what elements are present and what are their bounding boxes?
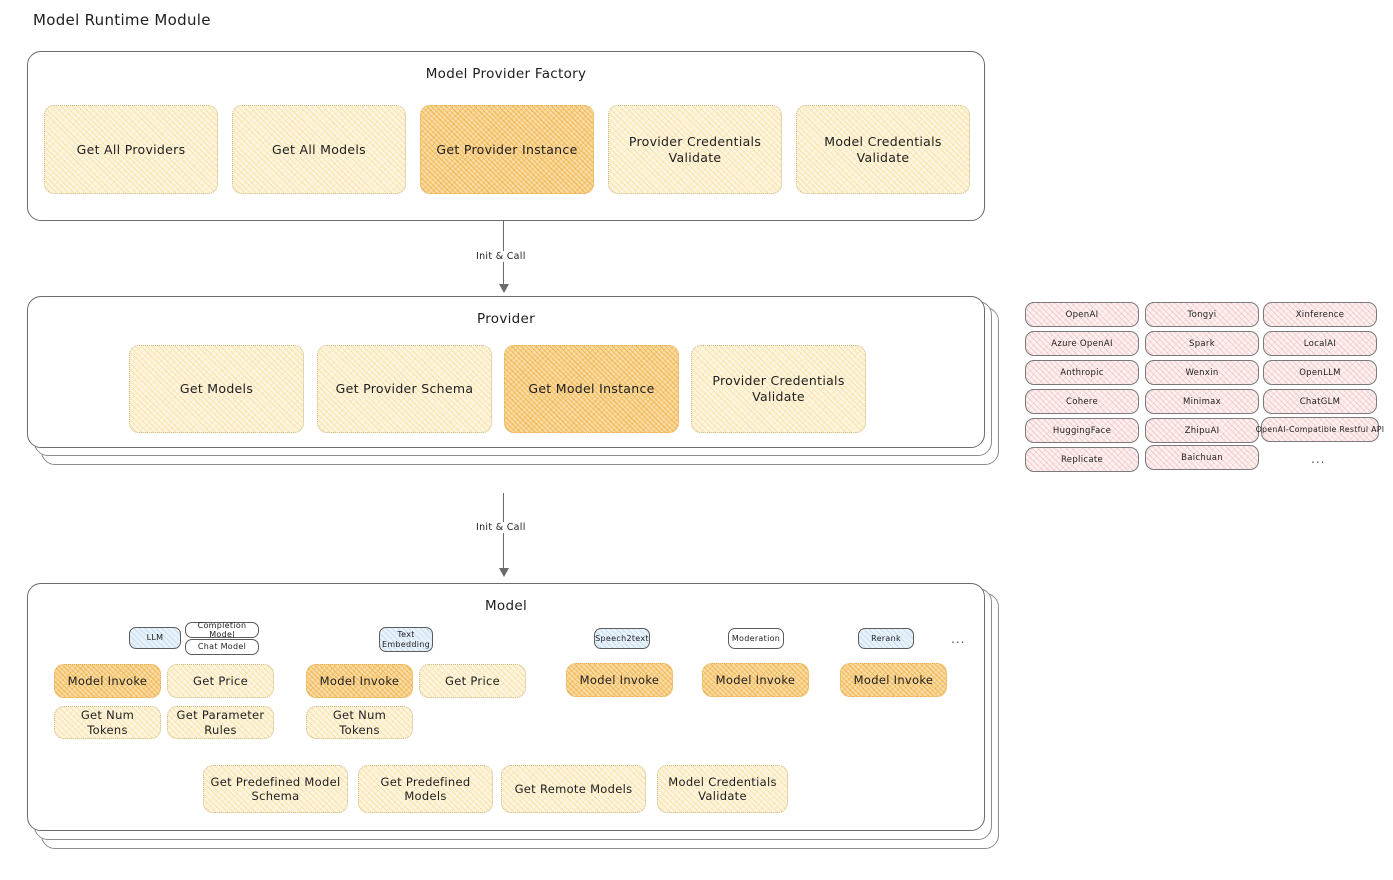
- provider-pill-xinference[interactable]: Xinference: [1263, 302, 1377, 327]
- provider-pill-zhipuai[interactable]: ZhipuAI: [1145, 418, 1259, 443]
- provider-box-get-model-instance[interactable]: Get Model Instance: [504, 345, 679, 433]
- factory-box-provider-credentials-validate[interactable]: Provider Credentials Validate: [608, 105, 782, 194]
- provider-list-more-ellipsis: ...: [1311, 452, 1326, 466]
- provider-pill-minimax[interactable]: Minimax: [1145, 389, 1259, 414]
- factory-box-get-provider-instance[interactable]: Get Provider Instance: [420, 105, 594, 194]
- provider-pill-huggingface[interactable]: HuggingFace: [1025, 418, 1139, 443]
- provider-pill-azure-openai[interactable]: Azure OpenAI: [1025, 331, 1139, 356]
- factory-box-get-all-providers[interactable]: Get All Providers: [44, 105, 218, 194]
- model-groups-more-ellipsis: ...: [951, 632, 966, 646]
- model-rerank-box-model-invoke[interactable]: Model Invoke: [840, 663, 947, 697]
- model-speech2text-box-model-invoke[interactable]: Model Invoke: [566, 663, 673, 697]
- arrow-label-init-and-call-1: Init & Call: [472, 251, 530, 262]
- provider-pill-chatglm[interactable]: ChatGLM: [1263, 389, 1377, 414]
- provider-pill-baichuan[interactable]: Baichuan: [1145, 445, 1259, 470]
- model-text-embedding-box-get-price[interactable]: Get Price: [419, 664, 526, 698]
- model-subtag-chat-model[interactable]: Chat Model: [185, 639, 259, 655]
- model-box-get-predefined-models[interactable]: Get Predefined Models: [358, 765, 493, 813]
- provider-pill-wenxin[interactable]: Wenxin: [1145, 360, 1259, 385]
- model-tag-moderation[interactable]: Moderation: [728, 628, 784, 649]
- model-provider-factory-title: Model Provider Factory: [425, 66, 587, 82]
- model-box-model-credentials-validate[interactable]: Model Credentials Validate: [657, 765, 788, 813]
- provider-pill-anthropic[interactable]: Anthropic: [1025, 360, 1139, 385]
- provider-title: Provider: [477, 311, 535, 327]
- model-llm-box-get-parameter-rules[interactable]: Get Parameter Rules: [167, 706, 274, 739]
- model-moderation-box-model-invoke[interactable]: Model Invoke: [702, 663, 809, 697]
- arrow-label-init-and-call-2: Init & Call: [472, 522, 530, 533]
- model-tag-llm[interactable]: LLM: [129, 627, 181, 649]
- provider-pill-tongyi[interactable]: Tongyi: [1145, 302, 1259, 327]
- provider-pill-cohere[interactable]: Cohere: [1025, 389, 1139, 414]
- model-llm-box-get-num-tokens[interactable]: Get Num Tokens: [54, 706, 161, 739]
- provider-pill-spark[interactable]: Spark: [1145, 331, 1259, 356]
- model-llm-box-get-price[interactable]: Get Price: [167, 664, 274, 698]
- model-tag-speech2text[interactable]: Speech2text: [594, 628, 650, 649]
- model-text-embedding-box-get-num-tokens[interactable]: Get Num Tokens: [306, 706, 413, 739]
- provider-pill-openai-compatible-restful-api[interactable]: OpenAI-Compatible Restful API: [1256, 417, 1384, 442]
- model-llm-box-model-invoke[interactable]: Model Invoke: [54, 664, 161, 698]
- model-subtag-completion-model[interactable]: Completion Model: [185, 621, 259, 639]
- model-box-get-remote-models[interactable]: Get Remote Models: [501, 765, 646, 813]
- provider-box-provider-credentials-validate[interactable]: Provider Credentials Validate: [691, 345, 866, 433]
- model-title: Model: [484, 598, 528, 614]
- provider-pill-localai[interactable]: LocalAI: [1263, 331, 1377, 356]
- factory-box-get-all-models[interactable]: Get All Models: [232, 105, 406, 194]
- page-title: Model Runtime Module: [33, 11, 211, 29]
- provider-box-get-models[interactable]: Get Models: [129, 345, 304, 433]
- model-box-get-predefined-model-schema[interactable]: Get Predefined Model Schema: [203, 765, 348, 813]
- provider-pill-openllm[interactable]: OpenLLM: [1263, 360, 1377, 385]
- provider-pill-replicate[interactable]: Replicate: [1025, 447, 1139, 472]
- provider-box-get-provider-schema[interactable]: Get Provider Schema: [317, 345, 492, 433]
- model-text-embedding-box-model-invoke[interactable]: Model Invoke: [306, 664, 413, 698]
- model-tag-rerank[interactable]: Rerank: [858, 628, 914, 649]
- provider-pill-openai[interactable]: OpenAI: [1025, 302, 1139, 327]
- model-tag-text-embedding[interactable]: Text Embedding: [379, 627, 433, 652]
- factory-box-model-credentials-validate[interactable]: Model Credentials Validate: [796, 105, 970, 194]
